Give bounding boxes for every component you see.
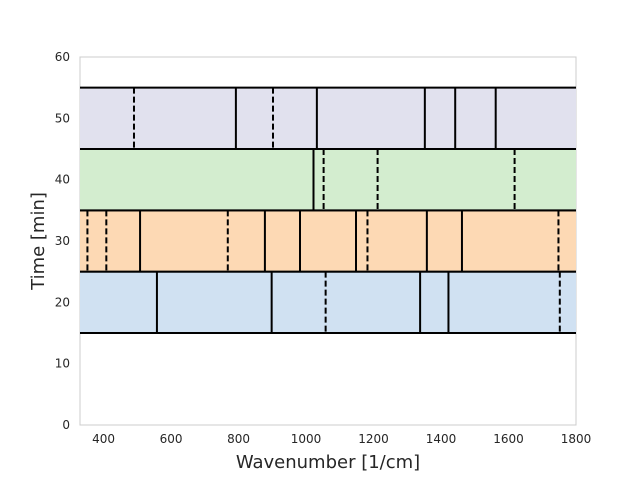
band-fill-1 [80, 210, 576, 272]
y-tick-label-2: 20 [55, 295, 70, 309]
band-fill-3 [80, 87, 576, 149]
y-axis-label: Time [min] [28, 192, 49, 291]
x-axis-label: Wavenumber [1/cm] [236, 452, 420, 473]
x-tick-label-2: 800 [227, 432, 250, 446]
y-tick-label-6: 60 [55, 50, 70, 64]
ticks-layer: 400 600 800 1000 1200 1400 1600 1800 0 10 20 30 40 50… [55, 50, 592, 446]
y-tick-label-5: 50 [55, 111, 70, 125]
y-tick-label-0: 0 [62, 418, 70, 432]
band-0 [80, 270, 576, 334]
x-tick-label-7: 1800 [561, 432, 592, 446]
x-tick-label-4: 1200 [358, 432, 389, 446]
band-1 [80, 209, 576, 273]
x-tick-label-3: 1000 [291, 432, 322, 446]
band-fill-0 [80, 271, 576, 333]
bands-layer [80, 86, 576, 334]
band-fill-2 [80, 149, 576, 211]
band-3 [80, 86, 576, 150]
x-tick-label-0: 400 [92, 432, 115, 446]
y-tick-label-1: 10 [55, 357, 70, 371]
x-tick-label-1: 600 [160, 432, 183, 446]
x-tick-label-5: 1400 [426, 432, 457, 446]
x-tick-label-6: 1600 [493, 432, 524, 446]
y-tick-label-3: 30 [55, 234, 70, 248]
band-2 [80, 148, 576, 212]
y-tick-label-4: 40 [55, 173, 70, 187]
